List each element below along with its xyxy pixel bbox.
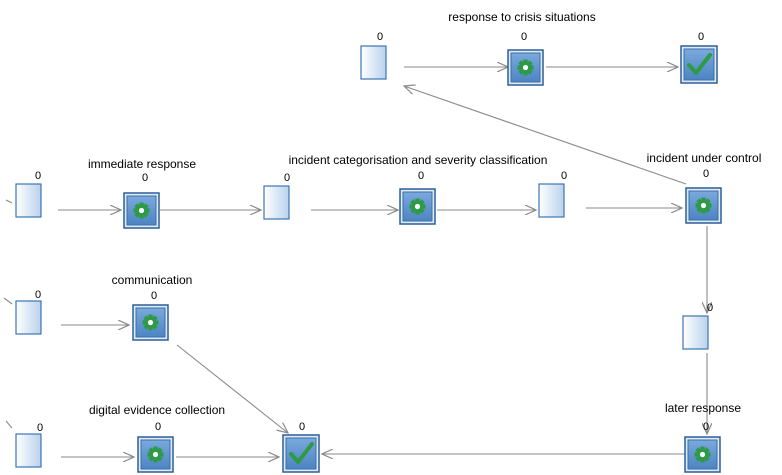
gear-icon [695,197,712,214]
place-icon [360,45,387,80]
count-place-after-immediate: 0 [284,172,290,184]
gear-icon [133,202,150,219]
label-immediate-response: immediate response [88,157,196,171]
count-place-start-a: 0 [35,170,41,182]
transition-digital-evidence[interactable] [137,436,174,473]
transition-response-to-crisis[interactable] [507,49,544,86]
place-start-a[interactable] [15,183,42,218]
gear-icon [517,59,534,76]
arc-offscreen-into-start-c [5,420,13,429]
count-transition-categorisation: 0 [418,170,424,182]
end-node-top[interactable] [680,45,718,84]
gear-icon [409,198,426,215]
transition-later-response[interactable] [684,436,721,473]
node-labels: response to crisis situations immediate … [88,10,761,417]
transition-incident-under-control[interactable] [685,187,722,224]
count-transition-crisis: 0 [521,31,527,43]
arc-offscreen-into-start-b [3,297,13,305]
gear-icon [147,446,164,463]
place-icon [263,185,290,220]
checkmark-icon [289,442,314,464]
gear-icon [142,314,159,331]
count-place-start-b: 0 [35,289,41,301]
place-after-categorisation[interactable] [538,183,565,218]
place-icon [15,433,42,468]
place-crisis-input[interactable] [360,45,387,80]
place-icon [15,300,42,335]
label-digital-evidence: digital evidence collection [89,403,225,417]
arc-under-control-to-crisis-place [404,86,687,185]
transition-incident-categorisation[interactable] [399,188,436,225]
arc-offscreen-into-start-a [5,199,13,204]
places [15,45,709,468]
label-incident-under-control: incident under control [647,151,762,165]
place-after-immediate[interactable] [263,185,290,220]
end-nodes [282,45,718,473]
place-start-b[interactable] [15,300,42,335]
count-transition-under-control: 0 [703,168,709,180]
label-communication: communication [112,273,193,287]
count-place-start-c: 0 [37,422,43,434]
count-place-after-control: 0 [707,302,713,314]
transitions [123,49,722,473]
arc-communication-to-end-bottom [176,344,288,433]
label-incident-categorisation: incident categorisation and severity cla… [289,153,548,167]
count-transition-communication: 0 [151,290,157,302]
edges [3,67,707,457]
count-place-after-categorisation: 0 [561,170,567,182]
count-place-crisis-input: 0 [377,31,383,43]
label-later-response: later response [665,401,741,415]
count-transition-digital: 0 [155,421,161,433]
checkmark-icon [687,53,712,75]
count-transition-immediate: 0 [142,172,148,184]
place-start-c[interactable] [15,433,42,468]
place-icon [538,183,565,218]
transition-communication[interactable] [132,304,169,341]
place-icon [682,315,709,350]
count-transition-later: 0 [703,421,709,433]
place-icon [15,183,42,218]
count-end-top: 0 [698,31,704,43]
place-after-control[interactable] [682,315,709,350]
token-counts: 0 0 0 0 0 0 0 0 0 0 0 0 0 0 0 0 [35,31,713,434]
count-end-bottom: 0 [299,421,305,433]
gear-icon [694,446,711,463]
label-response-to-crisis: response to crisis situations [448,10,595,24]
transition-immediate-response[interactable] [123,192,160,229]
end-node-bottom[interactable] [282,434,320,473]
